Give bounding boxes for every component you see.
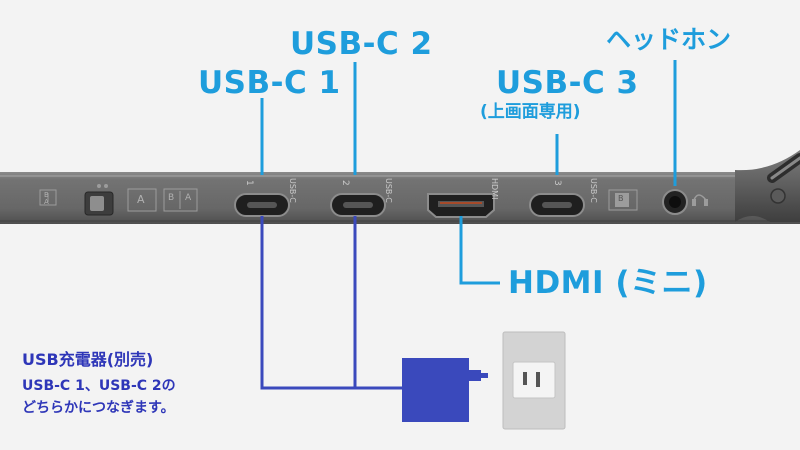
hdmi-print: HDMI <box>490 178 499 200</box>
hdmi-port <box>427 193 495 218</box>
label-usbc2: USB-C 2 <box>290 26 433 62</box>
note-title: USB充電器(別売) <box>22 350 154 369</box>
usb-c-port-2 <box>330 193 386 217</box>
note-line-2: USB-C 1、USB-C 2の <box>22 378 176 394</box>
label-usbc3: USB-C 3 <box>496 65 639 101</box>
switch-a-label-2: A <box>185 193 192 203</box>
switch-a-label-1: A <box>137 193 145 206</box>
switch-mark-a: A <box>44 198 49 206</box>
port2-number: 2 <box>340 180 350 186</box>
charger-cables <box>260 216 402 390</box>
power-outlet <box>502 331 566 430</box>
device-hinge <box>735 150 800 222</box>
label-usbc3-note: (上画面専用) <box>480 102 581 122</box>
port1-print: USB-C <box>288 178 297 203</box>
label-usbc1: USB-C 1 <box>198 65 341 101</box>
screen-switch-mark <box>608 189 638 211</box>
switch-mark-b: B <box>44 191 49 199</box>
port3-number: 3 <box>552 180 562 186</box>
usb-c-port-1 <box>234 193 290 217</box>
screen-mark-b: B <box>618 194 624 203</box>
slide-switch <box>39 184 198 216</box>
note-line-3: どちらかにつなぎます。 <box>22 400 175 416</box>
leader-hdmi <box>459 216 500 285</box>
port3-print: USB-C <box>589 178 598 203</box>
label-headphone: ヘッドホン <box>606 25 732 54</box>
usb-c-port-3 <box>529 193 585 217</box>
label-hdmi: HDMI (ミニ) <box>508 265 708 301</box>
switch-b-label: B <box>168 193 175 203</box>
port1-number: 1 <box>244 180 254 186</box>
leader-lines <box>260 60 677 285</box>
headphone-jack <box>662 189 708 215</box>
usb-charger <box>402 358 488 422</box>
port2-print: USB-C <box>384 178 393 203</box>
